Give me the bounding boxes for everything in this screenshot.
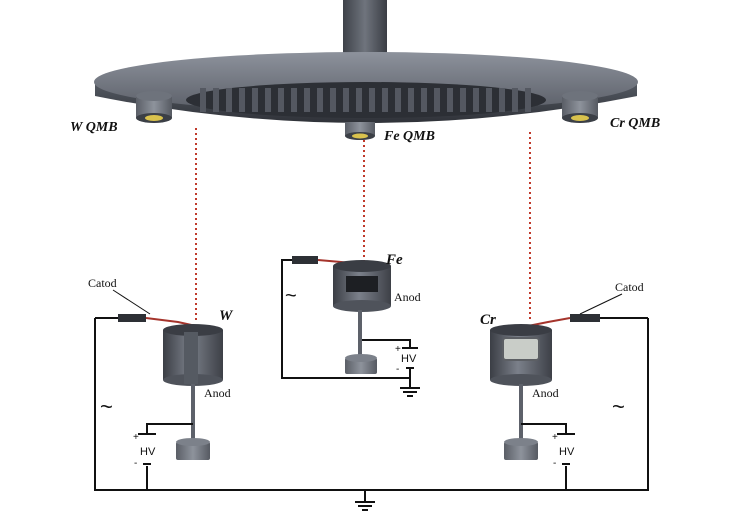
- hv-minus-w: -: [134, 458, 137, 469]
- holder-slot: [512, 88, 518, 112]
- cathode-label-w: Catod: [88, 276, 117, 290]
- holder-slot: [460, 88, 466, 112]
- holder-slot: [369, 88, 375, 112]
- qmb-label-fe: Fe QMB: [383, 129, 435, 144]
- source-w: [118, 314, 223, 465]
- cathode-rod-w: [118, 314, 146, 322]
- qmb-sensor-cr: [562, 91, 598, 123]
- hv-label-cr: HV: [559, 446, 575, 458]
- holder-slot: [265, 88, 271, 112]
- holder-slot: [317, 88, 323, 112]
- qmb-sensor-fe: [345, 122, 375, 140]
- ac-symbol-fe: ~: [285, 285, 297, 307]
- hv-plus-w: +: [133, 432, 139, 443]
- hv-plus-fe: +: [395, 344, 401, 355]
- foot-w: [176, 442, 210, 460]
- holder-slot: [408, 88, 414, 112]
- holder-slot: [252, 88, 258, 112]
- anode-label-fe: Anod: [394, 290, 421, 304]
- holder-slot: [473, 88, 479, 112]
- holder-slot: [421, 88, 427, 112]
- fe-circuit: [281, 259, 411, 379]
- holder-slot: [213, 88, 219, 112]
- holder-slot: [525, 88, 531, 112]
- cathode-rod-cr: [570, 314, 600, 322]
- holder-slot: [447, 88, 453, 112]
- holder-slot: [343, 88, 349, 112]
- cathode-leader-w: [112, 289, 151, 315]
- holder-slot: [499, 88, 505, 112]
- holder-slot: [226, 88, 232, 112]
- element-label-fe: Fe: [385, 252, 403, 268]
- element-label-w: W: [219, 308, 234, 324]
- holder-slot: [291, 88, 297, 112]
- holder-shaft: [343, 0, 387, 62]
- holder-slot: [239, 88, 245, 112]
- holder-slot: [330, 88, 336, 112]
- holder-slot: [356, 88, 362, 112]
- cathode-leader-cr: [579, 293, 623, 315]
- holder-slot: [200, 88, 206, 112]
- target-cr: [502, 337, 540, 361]
- anode-label-cr: Anod: [532, 386, 559, 400]
- hv-minus-fe: -: [396, 364, 399, 375]
- cathode-rod-fe: [292, 256, 318, 264]
- qmb-sensor-w: [136, 91, 172, 123]
- element-label-cr: Cr: [480, 312, 496, 328]
- holder-grid: [186, 82, 546, 118]
- holder-slot: [278, 88, 284, 112]
- qmb-label-w: W QMB: [70, 120, 118, 135]
- qmb-label-cr: Cr QMB: [610, 116, 660, 131]
- foot-fe: [345, 358, 377, 374]
- holder-slot: [486, 88, 492, 112]
- rod-w: [184, 332, 198, 384]
- sample-holder: [94, 0, 638, 140]
- ac-symbol-w: ~: [100, 394, 113, 419]
- source-cr: [490, 314, 600, 465]
- hv-label-fe: HV: [401, 353, 417, 365]
- hv-plus-cr: +: [552, 432, 558, 443]
- main-circuit: [94, 317, 649, 502]
- hv-minus-cr: -: [553, 458, 556, 469]
- holder-slot: [434, 88, 440, 112]
- beam-lines: [195, 128, 531, 322]
- foot-cr: [504, 442, 538, 460]
- holder-grid-slots: [200, 88, 531, 112]
- holder-slot: [382, 88, 388, 112]
- holder-slot: [395, 88, 401, 112]
- ground-symbol: [355, 501, 375, 511]
- target-fe: [346, 276, 378, 292]
- ac-symbol-cr: ~: [612, 394, 625, 419]
- source-fe: [281, 256, 420, 397]
- anode-label-w: Anod: [204, 386, 231, 400]
- holder-slot: [304, 88, 310, 112]
- cathode-label-cr: Catod: [615, 280, 644, 294]
- hv-label-w: HV: [140, 446, 156, 458]
